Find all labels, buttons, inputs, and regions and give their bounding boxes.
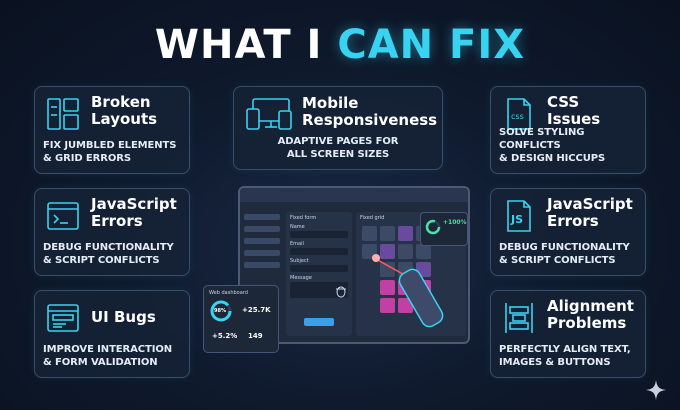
card-title: CSS Issues	[547, 93, 601, 128]
form-submit-button	[304, 318, 334, 326]
form-field	[290, 282, 348, 298]
terminal-icon	[46, 199, 80, 233]
grid-cell	[380, 226, 395, 241]
mini-stat-card: +100%	[420, 212, 468, 246]
title-part-accent: CAN FIX	[337, 22, 526, 68]
form-field	[290, 248, 348, 255]
card-alignment-problems: Alignment Problems PERFECTLY ALIGN TEXT,…	[490, 290, 646, 378]
card-javascript-errors-left: JavaScript Errors DEBUG FUNCTIONALITY & …	[34, 188, 190, 276]
grid-cell	[380, 244, 395, 259]
card-description: FIX JUMBLED ELEMENTS & GRID ERRORS	[43, 140, 177, 164]
card-broken-layouts: Broken Layouts FIX JUMBLED ELEMENTS & GR…	[34, 86, 190, 174]
card-mobile-responsiveness: Mobile Responsiveness ADAPTIVE PAGES FOR…	[233, 86, 443, 170]
mini-ring-icon	[425, 219, 441, 235]
css-file-icon: css	[502, 97, 536, 131]
debug-scanner-icon	[372, 254, 444, 328]
card-title: Broken Layouts	[91, 93, 158, 128]
progress-ring-icon	[210, 300, 232, 322]
mockup-sidebar	[244, 208, 280, 338]
field-label: Message	[290, 275, 312, 281]
form-field	[290, 265, 348, 272]
dashboard-stat: 149	[248, 332, 263, 340]
svg-text:css: css	[511, 112, 524, 121]
field-label: Subject	[290, 258, 309, 264]
grid-cell	[362, 226, 377, 241]
dashboard-stat: 98%	[214, 308, 226, 314]
field-label: Email	[290, 241, 304, 247]
fixed-form-panel: Fixed form Name Email Subject Message	[286, 212, 352, 336]
card-title: UI Bugs	[91, 308, 156, 326]
card-description: ADAPTIVE PAGES FOR ALL SCREEN SIZES	[277, 136, 399, 160]
field-label: Name	[290, 224, 305, 230]
title-part-white: WHAT I	[154, 22, 338, 68]
card-css-issues: css CSS Issues SOLVE STYLING CONFLICTS &…	[490, 86, 646, 174]
dashboard-stat: +25.7K	[242, 306, 271, 314]
browser-toolbar	[240, 188, 468, 202]
grid-cell	[398, 244, 413, 259]
card-description: DEBUG FUNCTIONALITY & SCRIPT CONFLICTS	[499, 242, 630, 266]
card-description: IMPROVE INTERACTION & FORM VALIDATION	[43, 344, 173, 368]
grid-cell	[398, 226, 413, 241]
card-javascript-errors-right: JS JavaScript Errors DEBUG FUNCTIONALITY…	[490, 188, 646, 276]
browser-window-icon	[46, 301, 80, 335]
devices-icon	[245, 97, 293, 131]
grid-cell	[380, 262, 395, 277]
align-icon	[502, 301, 536, 335]
grid-cell	[380, 280, 395, 295]
card-description: PERFECTLY ALIGN TEXT, IMAGES & BUTTONS	[499, 344, 631, 368]
mini-stat: +100%	[443, 219, 467, 226]
svg-text:JS: JS	[510, 213, 523, 226]
form-field	[290, 231, 348, 238]
card-description: SOLVE STYLING CONFLICTS & DESIGN HICCUPS	[499, 127, 606, 164]
card-description: DEBUG FUNCTIONALITY & SCRIPT CONFLICTS	[43, 242, 174, 266]
grid-cell	[416, 244, 431, 259]
bug-icon	[336, 286, 346, 298]
grid-title: Fixed grid	[360, 215, 385, 221]
card-title: Alignment Problems	[547, 297, 634, 332]
web-dashboard-card: Web dashboard 98% +25.7K +5.2% 149	[203, 285, 279, 353]
layout-grid-icon	[46, 97, 80, 131]
card-title: JavaScript Errors	[91, 195, 177, 230]
dashboard-stat: +5.2%	[212, 332, 238, 340]
sparkle-icon	[646, 380, 666, 400]
page-title: WHAT I CAN FIX	[0, 22, 680, 68]
grid-cell	[380, 298, 395, 313]
dashboard-title: Web dashboard	[209, 290, 248, 296]
card-title: JavaScript Errors	[547, 195, 633, 230]
form-title: Fixed form	[290, 215, 317, 221]
grid-cell	[398, 298, 413, 313]
card-ui-bugs: UI Bugs IMPROVE INTERACTION & FORM VALID…	[34, 290, 190, 378]
card-title: Mobile Responsiveness	[302, 94, 438, 129]
js-file-icon: JS	[502, 199, 536, 233]
